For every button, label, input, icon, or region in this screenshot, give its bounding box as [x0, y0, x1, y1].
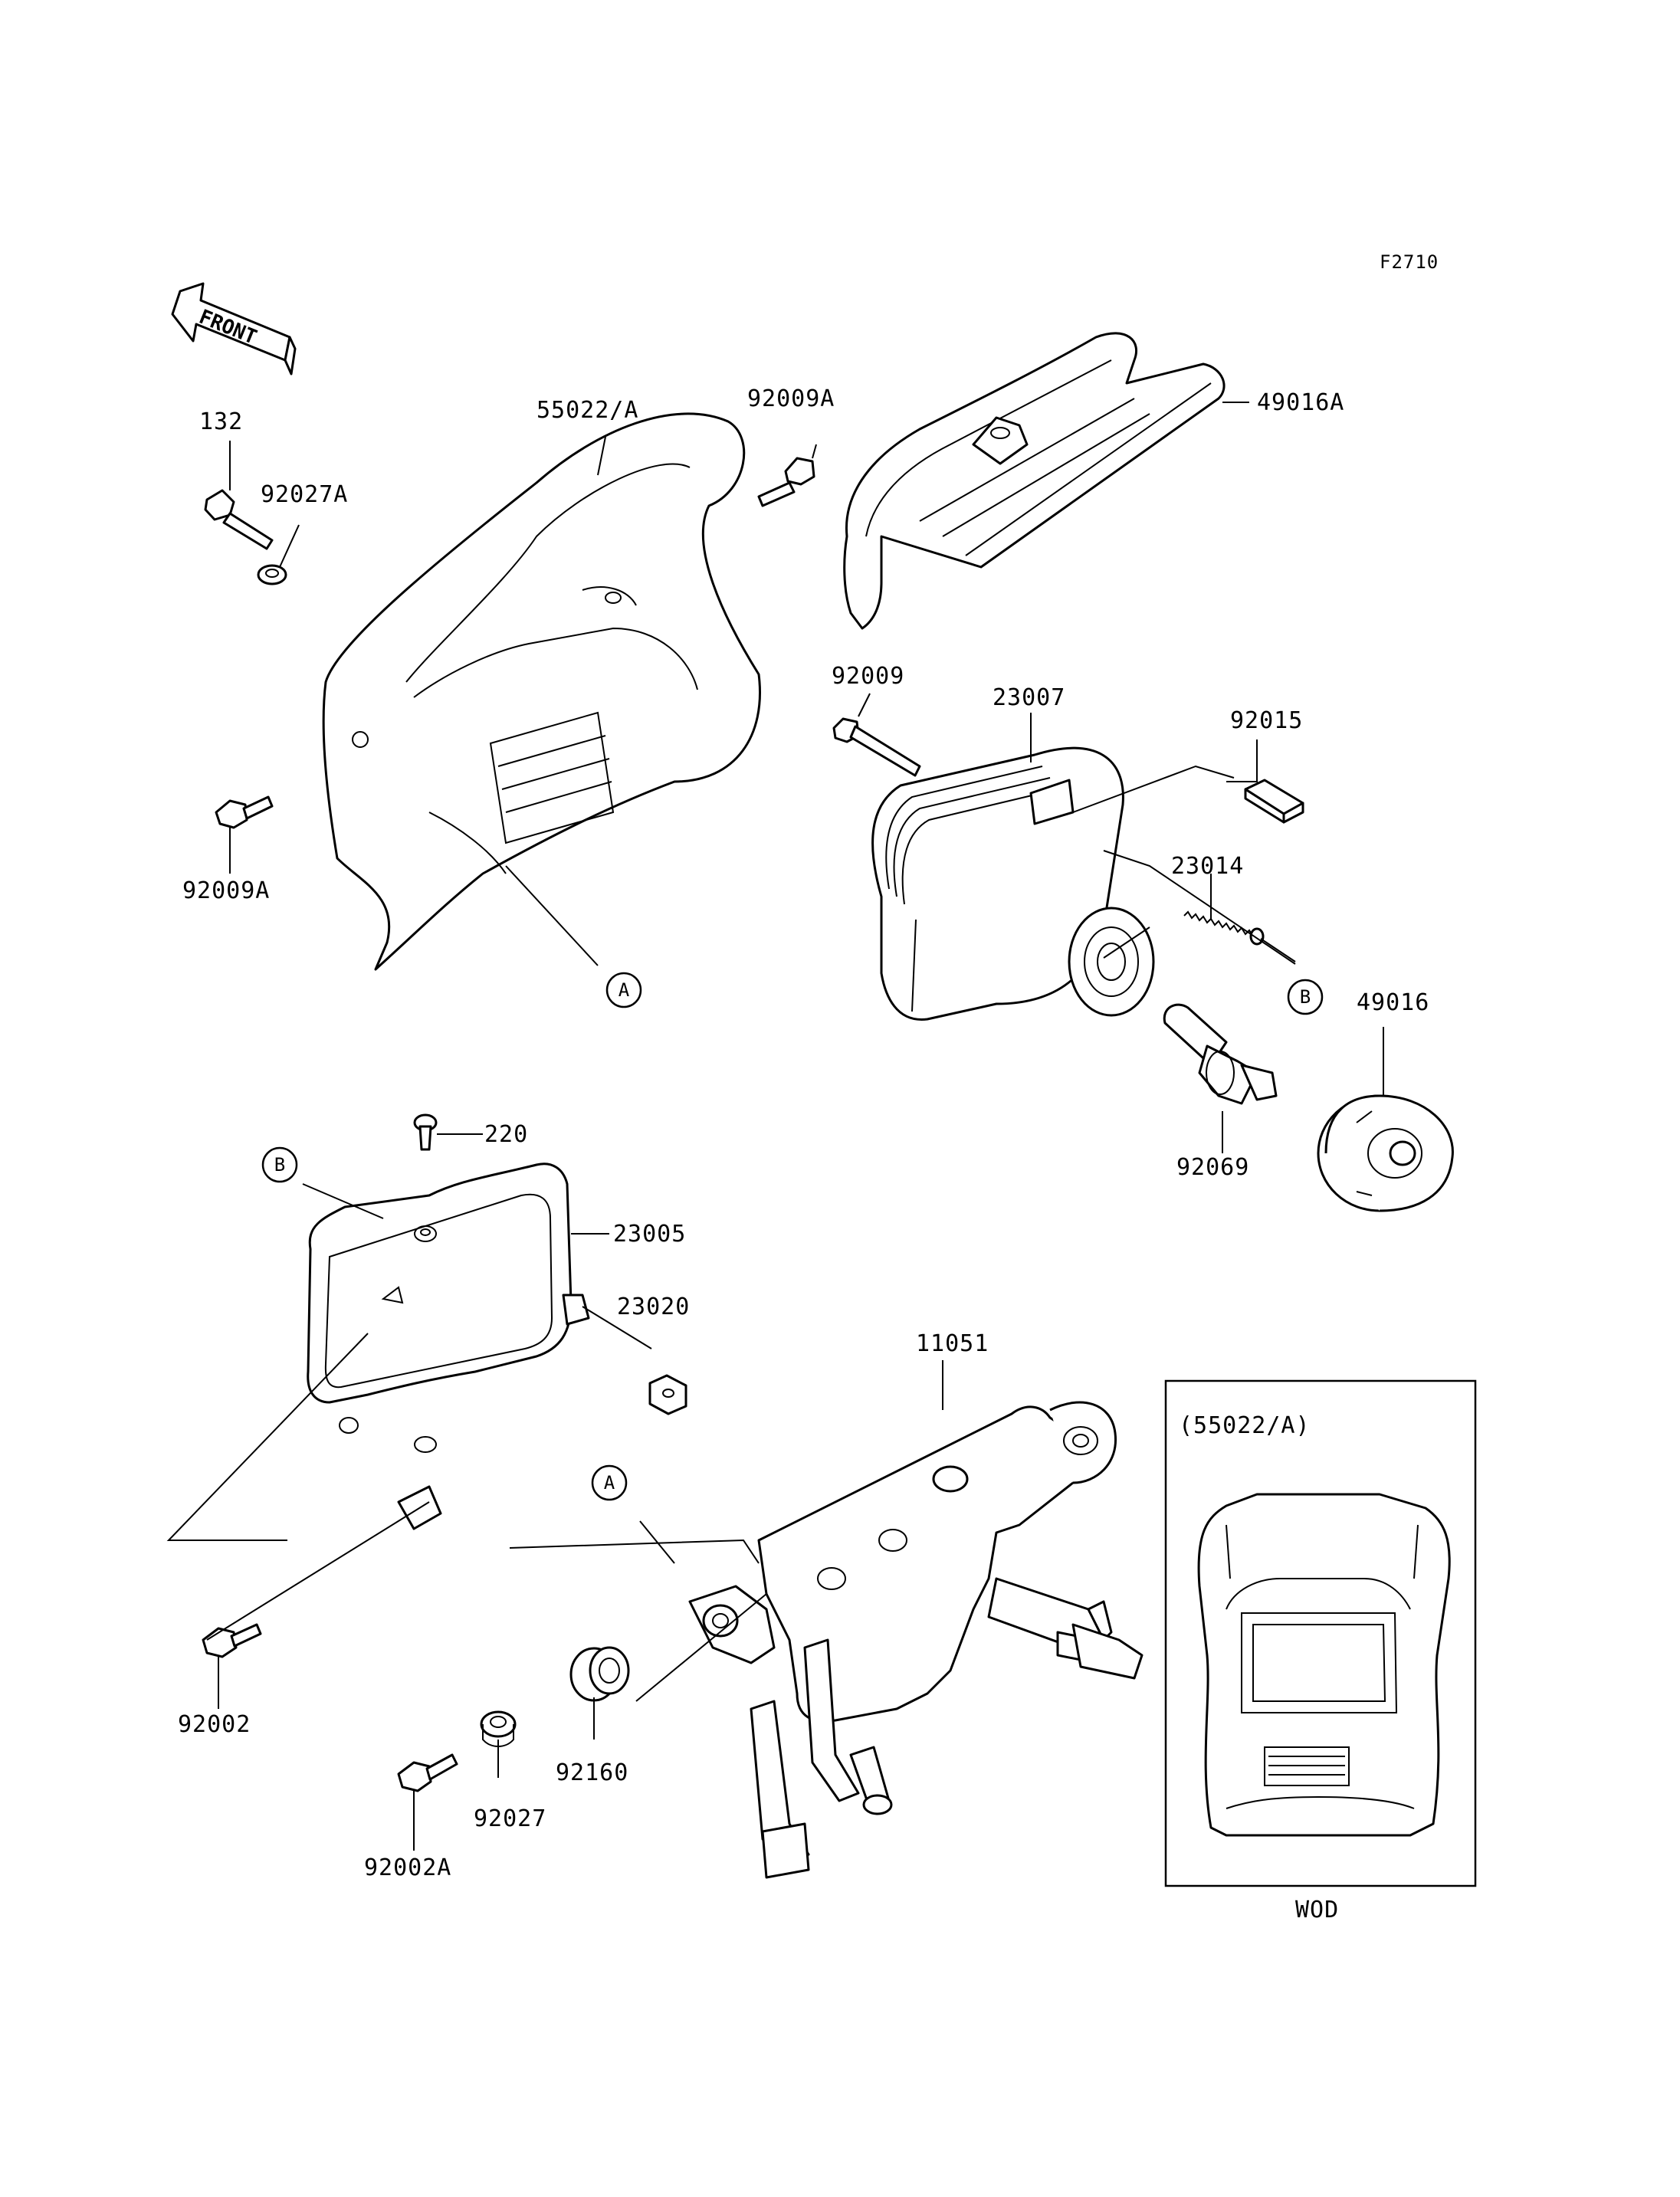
bolt-132 [204, 489, 274, 550]
spring-23014 [1183, 910, 1265, 946]
svg-text:B: B [274, 1154, 285, 1176]
label-49016a: 49016A [1257, 389, 1344, 416]
screw-220 [413, 1113, 438, 1151]
label-49016: 49016 [1357, 989, 1429, 1016]
label-92009a-left: 92009A [182, 877, 270, 904]
grommet-92160 [569, 1646, 630, 1702]
bulb-92069 [1163, 1003, 1278, 1105]
label-92002a: 92002A [364, 1854, 451, 1881]
collar-92027a [257, 564, 287, 585]
bolt-92002a [397, 1753, 458, 1792]
label-92027: 92027 [474, 1805, 546, 1832]
clip-92015 [1244, 779, 1304, 824]
ref-marker-a-lower: A [591, 1464, 628, 1501]
bolt-92002 [202, 1623, 262, 1658]
label-23007: 23007 [993, 684, 1065, 711]
label-220: 220 [484, 1121, 528, 1148]
bracket-11051 [688, 1401, 1144, 1879]
boot-49016 [1317, 1094, 1454, 1212]
label-92009a-top: 92009A [747, 385, 835, 412]
frame-23005 [307, 1162, 590, 1530]
leader-lines [166, 402, 1384, 1851]
label-132: 132 [199, 408, 243, 435]
bolt-92009a-top [757, 457, 815, 507]
ref-marker-b-upper: B [1287, 979, 1324, 1015]
cowl-55022a [322, 412, 761, 971]
label-92160: 92160 [556, 1759, 628, 1786]
inset-wod: (55022/A) WOD [1164, 1379, 1477, 1923]
svg-text:A: A [619, 979, 630, 1001]
label-23005: 23005 [613, 1221, 686, 1248]
visor-49016a [843, 332, 1226, 630]
bolt-92009a-left [215, 795, 274, 829]
label-92069: 92069 [1176, 1154, 1249, 1181]
headlight-23007 [871, 746, 1155, 1021]
label-92027a: 92027A [261, 481, 348, 508]
label-55022a: 55022/A [536, 397, 638, 424]
ref-marker-a-upper: A [605, 972, 642, 1008]
figure-code: F2710 [1380, 251, 1439, 273]
svg-text:A: A [604, 1472, 615, 1494]
collar-92027 [480, 1710, 517, 1747]
inset-caption: WOD [1295, 1897, 1339, 1923]
label-23014: 23014 [1171, 853, 1244, 880]
label-23020: 23020 [617, 1294, 690, 1320]
bolt-92009 [832, 717, 921, 777]
label-11051: 11051 [916, 1330, 989, 1357]
label-92015: 92015 [1230, 707, 1303, 734]
label-92009: 92009 [832, 663, 904, 690]
ref-marker-b-lower: B [261, 1146, 298, 1183]
label-92002: 92002 [178, 1711, 251, 1738]
nut-23020 [648, 1374, 687, 1415]
front-arrow-icon: FRONT [171, 282, 297, 375]
inset-title: (55022/A) [1179, 1412, 1311, 1439]
svg-text:B: B [1300, 986, 1311, 1008]
